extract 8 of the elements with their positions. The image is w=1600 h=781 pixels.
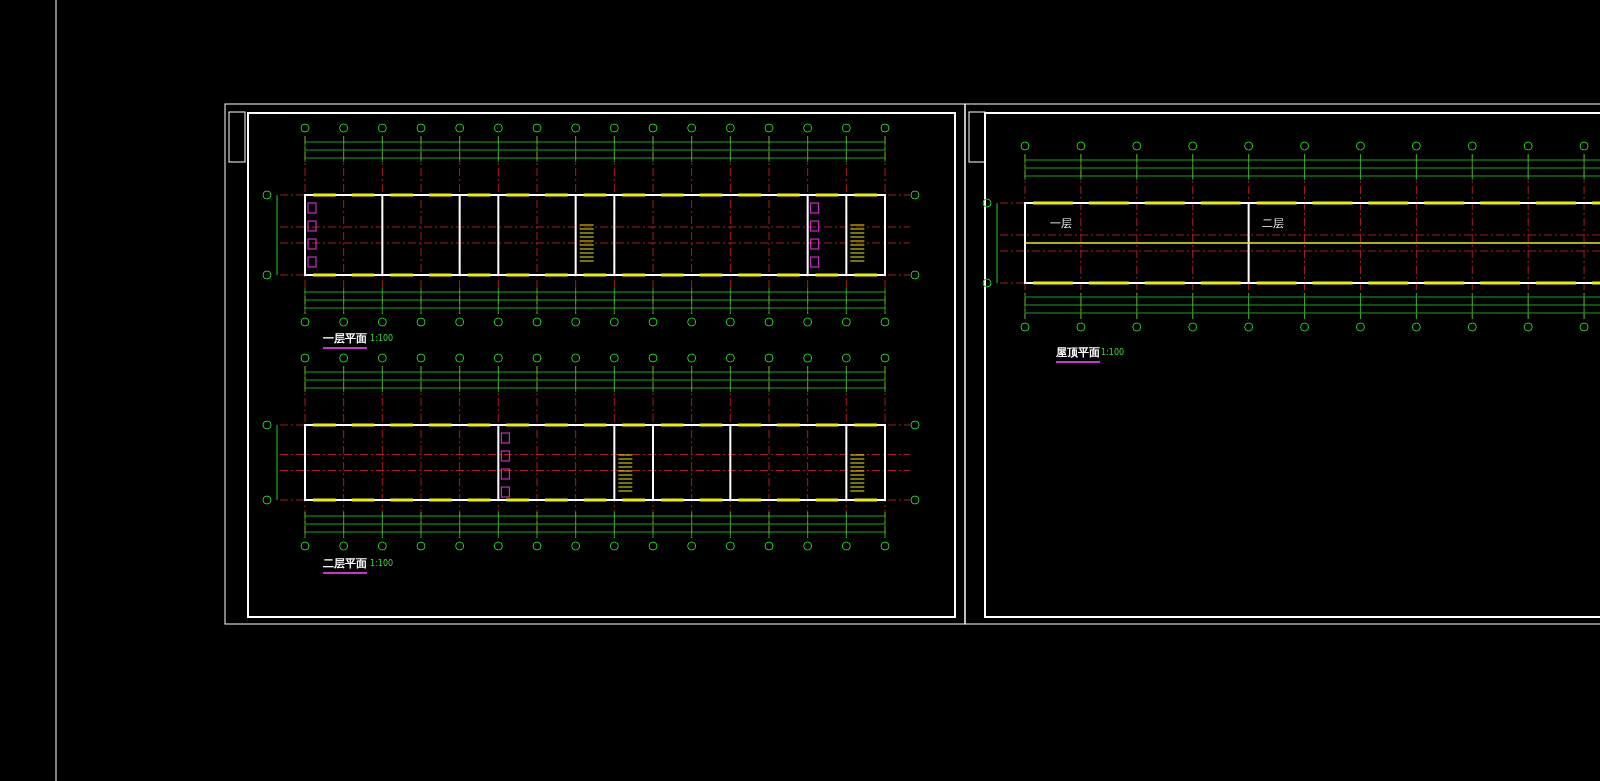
plan-title: 屋顶平面 [1056,347,1100,363]
plan-title: 一层平面 [323,333,367,349]
scale-label: 1:100 [370,560,394,568]
plan-title: 二层平面 [323,558,367,574]
scale-label: 1:100 [370,335,394,343]
scale-label: 1:100 [1101,349,1125,357]
floor-label: 二层 [1262,218,1284,229]
floor-label: 一层 [1050,218,1072,229]
